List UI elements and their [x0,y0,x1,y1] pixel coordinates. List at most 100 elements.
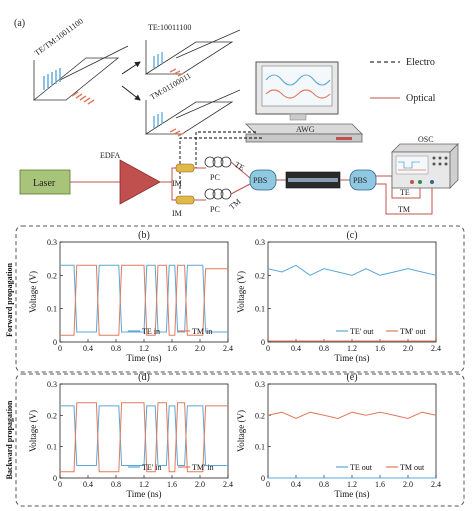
y-tick-label-e: 0.3 [255,380,265,389]
im-top: IM [172,163,195,188]
pc-top: PC [204,156,232,182]
y-tick-label-b: 0.3 [47,238,57,247]
x-tick-label-b: 1.2 [139,344,149,353]
edfa-device: EDFA [100,151,161,205]
y-tick-label-d: 0 [53,474,57,483]
x-tick-label-d: 2.0 [195,480,205,489]
y-axis-title-c: Voltage (V) [236,271,246,313]
osc-label: OSC [418,135,434,144]
osc-device: OSC [391,135,459,189]
legend-label-c-0: TE' out [350,327,374,336]
x-tick-label-d: 1.6 [167,480,177,489]
split-arrow-up [121,61,141,75]
combined-pulse-plane: TE/TM:10011100 [32,16,129,105]
x-axis-title-e: Time (ns) [335,489,370,499]
photonic-chip [276,171,350,189]
panel-label-a: (a) [14,18,25,29]
laser-label: Laser [33,178,56,189]
legend-label-c-1: TM' out [400,327,426,336]
y-tick-label-e: 0.1 [255,443,265,452]
series-line-b-1 [60,264,228,336]
te-right-label: TE [400,188,410,197]
x-tick-label-b: 0 [58,344,62,353]
y-tick-label-c: 0.3 [255,238,265,247]
y-axis-title-e: Voltage (V) [236,410,246,452]
legend-label-b-1: TM in [192,327,212,336]
pbs-right-label: PBS [353,176,367,185]
x-tick-label-c: 2.4 [431,344,441,353]
legend-optical-label: Optical [406,93,436,104]
legend-label-e-0: TE out [350,463,373,472]
electro-link-2 [179,137,262,196]
pc-bottom: PC [204,188,232,214]
te-pulse-plane: TE:10011100 [144,23,241,77]
x-tick-label-d: 0 [58,480,62,489]
y-tick-label-c: 0.1 [255,305,265,314]
bits-tm-label: TM:01100011 [149,71,193,102]
optical-im-pc [194,167,206,201]
panel-label-b: (b) [138,230,150,241]
x-tick-label-c: 2.0 [403,344,413,353]
optical-edfa-ims [160,167,176,201]
optical-pc-pbs [230,161,251,195]
pc-top-label: PC [210,173,220,182]
y-tick-label-d: 0.2 [47,411,57,420]
awg-device: AWG [245,61,363,143]
forward-section-box [15,225,465,373]
y-tick-label-d: 0.1 [47,443,57,452]
split-arrow-down [121,85,141,101]
y-tick-label-b: 0.2 [47,271,57,280]
tm-pulse-plane: TM:01100011 [144,71,241,137]
forward-section-label: Forward propagation [5,263,14,337]
x-tick-label-d: 0.8 [111,480,121,489]
panel-label-e: (e) [346,372,357,383]
edfa-label: EDFA [100,151,121,160]
series-line-e-1 [267,411,437,420]
y-tick-label-c: 0 [261,338,265,347]
pc-bottom-label: PC [210,205,220,214]
legend-label-e-1: TM out [400,463,425,472]
x-axis-title-b: Time (ns) [127,353,162,363]
schematic: (a) TE/TM:10011100 TE:10011100 [14,16,459,218]
x-tick-label-b: 0.8 [111,344,121,353]
y-tick-label-d: 0.3 [47,380,57,389]
tm-right-label: TM [398,205,410,214]
legend-label-d-0: TE' in [142,463,161,472]
optical-pbs-osc-tm [376,183,433,215]
pbs-right: PBS [349,169,377,191]
legend-electro-label: Electro [406,57,435,68]
x-tick-label-b: 1.6 [167,344,177,353]
panel-label-c: (c) [346,230,357,241]
x-tick-label-e: 0.8 [319,480,329,489]
bits-combined-label: TE/TM:10011100 [33,16,85,57]
x-tick-label-d: 0.4 [83,480,93,489]
y-tick-label-e: 0.2 [255,411,265,420]
schematic-legend: Electro Optical [370,57,436,104]
x-tick-label-d: 1.2 [139,480,149,489]
optical-pbs-osc-te [376,175,421,199]
legend-label-d-1: TM' in [192,463,214,472]
y-tick-label-b: 0.1 [47,305,57,314]
x-tick-label-b: 2.0 [195,344,205,353]
backward-section-label: Backward propagation [5,400,14,479]
pbs-left: PBS [249,169,277,191]
x-tick-label-d: 2.4 [223,480,233,489]
x-tick-label-c: 0.4 [291,344,301,353]
im-top-label: IM [172,179,182,188]
backward-section-box [15,373,465,507]
tm-left-label: TM [228,197,243,212]
x-tick-label-e: 2.0 [403,480,413,489]
laser-device: Laser [19,169,71,195]
awg-label: AWG [296,125,315,134]
im-bottom-label: IM [172,209,182,218]
x-axis-title-c: Time (ns) [335,353,370,363]
y-tick-label-e: 0 [261,474,265,483]
im-bottom: IM [172,195,195,218]
x-tick-label-c: 1.2 [347,344,357,353]
legend-label-b-0: TE in [142,327,160,336]
